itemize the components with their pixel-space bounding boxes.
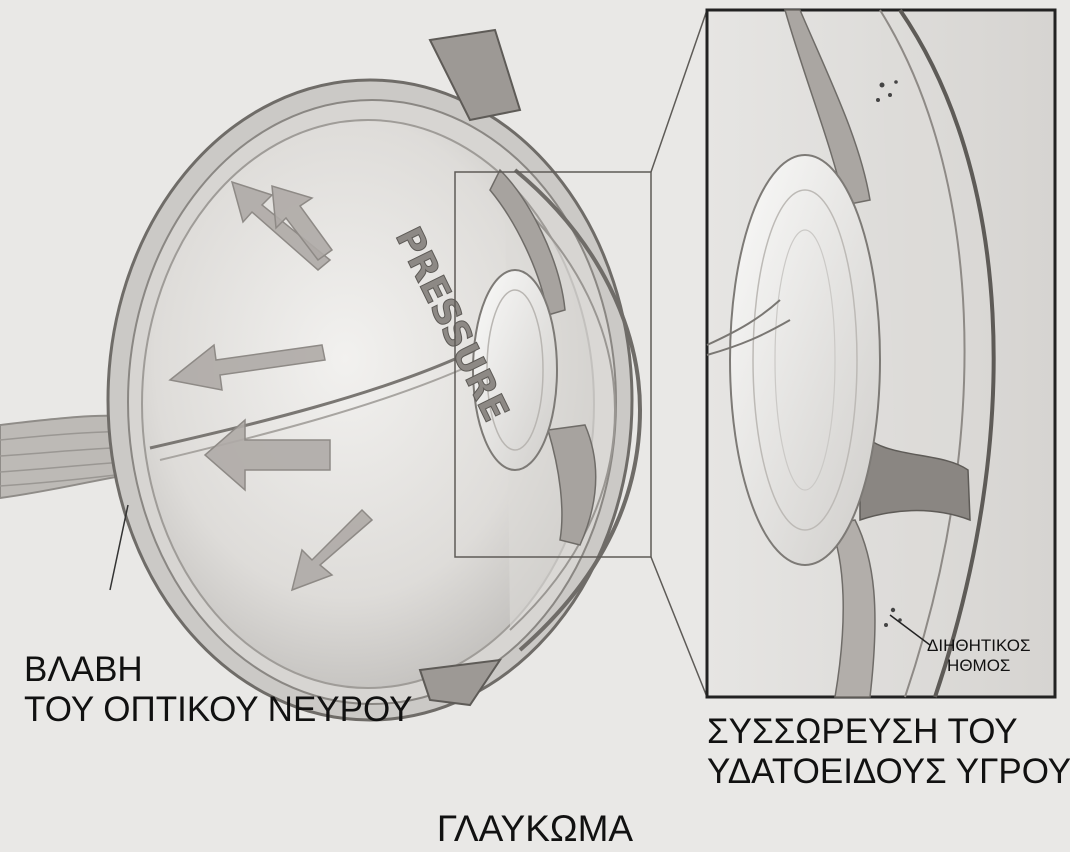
aqueous-buildup-line-2: ΥΔΑΤΟΕΙΔΟΥΣ ΥΓΡΟΥ xyxy=(707,752,1070,792)
trabecular-meshwork-line-2: ΗΘΜΟΣ xyxy=(927,656,1031,676)
optic-nerve-damage-line-1: ΒΛΑΒΗ xyxy=(24,650,412,690)
zoom-inset xyxy=(707,10,1055,697)
optic-nerve-damage-line-2: ΤΟΥ ΟΠΤΙΚΟΥ ΝΕΥΡΟΥ xyxy=(24,690,412,730)
optic-nerve-pointer xyxy=(110,505,128,590)
diagram-title: ΓΛΑΥΚΩΜΑ xyxy=(0,808,1070,850)
trabecular-meshwork-label: ΔΙΗΘΗΤΙΚΟΣ ΗΘΜΟΣ xyxy=(927,636,1031,676)
trabecular-meshwork-line-1: ΔΙΗΘΗΤΙΚΟΣ xyxy=(927,636,1031,656)
aqueous-buildup-line-1: ΣΥΣΣΩΡΕΥΣΗ ΤΟΥ xyxy=(707,712,1070,752)
aqueous-buildup-label: ΣΥΣΣΩΡΕΥΣΗ ΤΟΥ ΥΔΑΤΟΕΙΔΟΥΣ ΥΓΡΟΥ xyxy=(707,712,1070,792)
optic-nerve-damage-label: ΒΛΑΒΗ ΤΟΥ ΟΠΤΙΚΟΥ ΝΕΥΡΟΥ xyxy=(24,650,412,730)
